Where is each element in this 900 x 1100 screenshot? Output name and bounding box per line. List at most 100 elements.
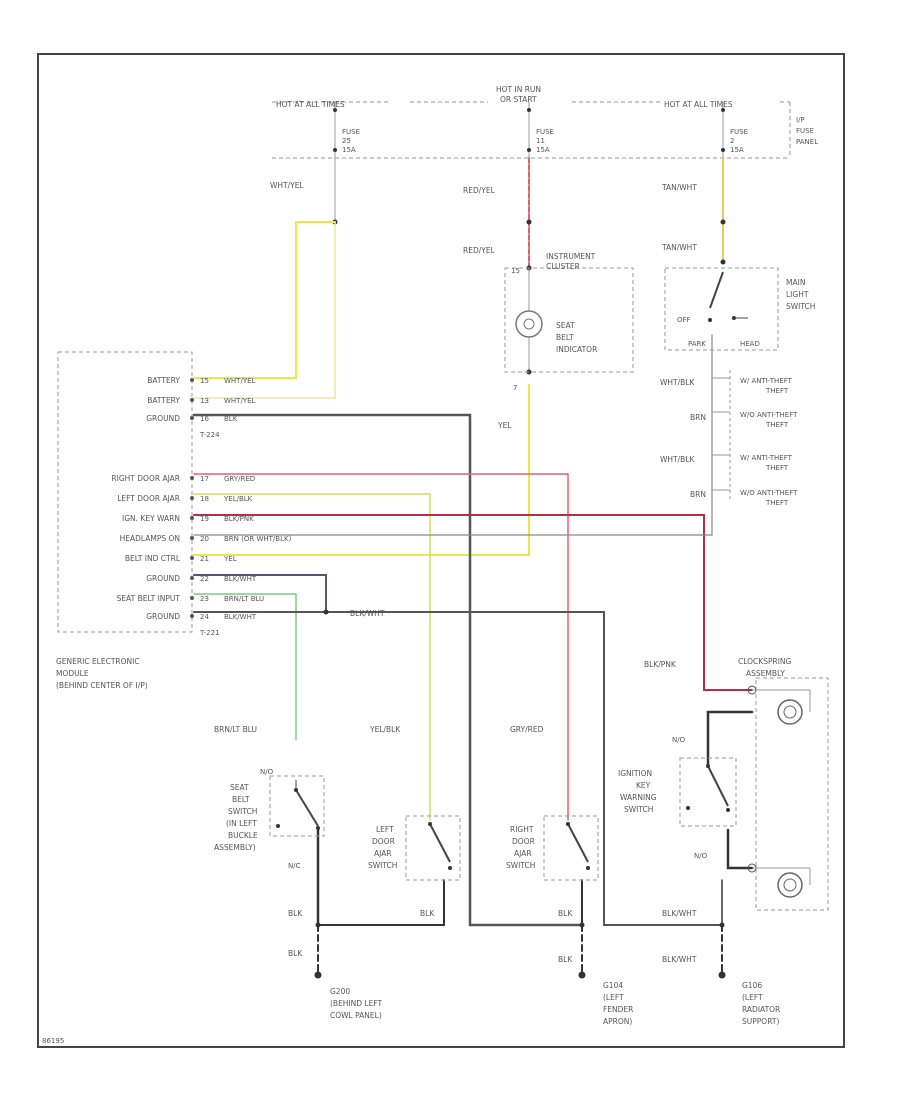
ground-g106-4: SUPPORT): [742, 1017, 779, 1026]
fuse-right-2: 2: [730, 137, 734, 145]
seatbelt-switch-box: [269, 775, 325, 837]
gem-pin-number: 24: [200, 613, 209, 621]
gem-pin-terminal: [190, 576, 194, 580]
anti-theft-2: W/O ANTI-THEFT: [740, 411, 798, 419]
instrument-cluster-box: [504, 267, 634, 373]
wire-battery-13: [193, 221, 336, 399]
gem-pin-label: BATTERY: [147, 376, 180, 385]
wire-label-red-yel-2: RED/YEL: [463, 246, 496, 255]
gem-pin-label: GROUND: [146, 574, 180, 583]
main-light-title-2: LIGHT: [786, 290, 809, 299]
wire-label-blk-2: BLK: [288, 949, 303, 958]
wire-seatbelt-input: [193, 593, 297, 741]
ground-g200-3: COWL PANEL): [330, 1011, 382, 1020]
ign-title-3: WARNING: [620, 793, 657, 802]
gem-pin-wire: BLK: [224, 415, 238, 423]
gem-pin-label: GROUND: [146, 414, 180, 423]
gem-pin-number: 21: [200, 555, 209, 563]
gem-pin-terminal: [190, 556, 194, 560]
right-door-title-1: RIGHT: [510, 825, 534, 834]
ground-g200-2: (BEHIND LEFT: [330, 999, 383, 1008]
seatbelt-title-5: BUCKLE: [228, 831, 258, 840]
ground-g104-1: G104: [603, 981, 623, 990]
anti-theft-options: [712, 370, 731, 500]
gem-conn-top: T-224: [199, 431, 220, 439]
gem-pin-terminal: [190, 496, 194, 500]
gem-pin-number: 16: [200, 415, 209, 423]
lamp-label-3: INDICATOR: [556, 345, 597, 354]
wire-gnd-16: [192, 413, 584, 927]
wire-label-brn-2: BRN: [690, 490, 706, 499]
wire-battery-15: [193, 221, 336, 379]
fuse-left-3: 15A: [342, 146, 356, 154]
ign-no-top: N/O: [672, 736, 686, 744]
footer-code: 86195: [42, 1037, 64, 1045]
wire-label-yel-blk: YEL/BLK: [369, 725, 401, 734]
right-door-title-4: SWITCH: [506, 861, 535, 870]
wire-label-blk-3: BLK: [420, 909, 435, 918]
gem-pin-label: BELT IND CTRL: [125, 554, 181, 563]
gem-pin-terminal: [190, 596, 194, 600]
fuse-center-2: 11: [536, 137, 545, 145]
fuse-panel-3: PANEL: [796, 138, 818, 146]
fuse-center-1: FUSE: [536, 128, 554, 136]
ground-g104-2: (LEFT: [603, 993, 624, 1002]
clockspring-title-2: ASSEMBLY: [746, 669, 785, 678]
gem-pin-label: SEAT BELT INPUT: [117, 594, 181, 603]
ground-g200-1: G200: [330, 987, 350, 996]
wire-yel-blk: [193, 493, 431, 821]
light-head: HEAD: [740, 340, 760, 348]
fuse-left-1: FUSE: [342, 128, 360, 136]
gem-pin-wire: YEL: [223, 555, 237, 563]
gem-pin-terminal: [190, 416, 194, 420]
wire-label-blk-wht-2: BLK/WHT: [662, 955, 697, 964]
hot-center-label-2: OR START: [500, 95, 537, 104]
right-door-title-2: DOOR: [512, 837, 535, 846]
hot-center-label-1: HOT IN RUN: [496, 85, 541, 94]
clockspring-coil-top: [777, 699, 803, 725]
gem-pin-terminal: [190, 516, 194, 520]
wire-yel-belt-ind: [193, 384, 530, 556]
fuse-center-3: 15A: [536, 146, 550, 154]
gem-pin-label: RIGHT DOOR AJAR: [111, 474, 180, 483]
seatbelt-no: N/O: [260, 768, 274, 776]
hot-right-label: HOT AT ALL TIMES: [664, 100, 733, 109]
wire-label-tan-wht-1: TAN/WHT: [661, 183, 697, 192]
left-door-switch-box: [405, 815, 461, 881]
wire-label-wht-blk-2: WHT/BLK: [660, 455, 695, 464]
gem-conn-bottom: T-221: [199, 629, 220, 637]
gem-pin-label: GROUND: [146, 612, 180, 621]
wire-label-blk-5: BLK: [558, 955, 573, 964]
seatbelt-nc: N/C: [288, 862, 301, 870]
hot-left-label: HOT AT ALL TIMES: [276, 100, 345, 109]
clockspring-box: [755, 677, 829, 911]
seatbelt-title-6: ASSEMBLY): [214, 843, 256, 852]
left-door-title-3: AJAR: [374, 849, 392, 858]
ign-switch-box: [679, 757, 737, 827]
gem-pin-label: HEADLAMPS ON: [120, 534, 180, 543]
seatbelt-title-4: (IN LEFT: [226, 819, 257, 828]
gem-pin-number: 19: [200, 515, 209, 523]
gem-pin-wire: BLK/WHT: [224, 613, 257, 621]
gem-pin-label: LEFT DOOR AJAR: [117, 494, 180, 503]
gem-pin-terminal: [190, 398, 194, 402]
light-off: OFF: [677, 316, 691, 324]
anti-theft-2b: THEFT: [765, 421, 789, 429]
seatbelt-title-3: SWITCH: [228, 807, 257, 816]
ground-g104-3: FENDER: [603, 1005, 633, 1014]
fuse-panel-2: FUSE: [796, 127, 814, 135]
gem-pin-wire: BRN (OR WHT/BLK): [224, 535, 292, 543]
anti-theft-4: W/O ANTI-THEFT: [740, 489, 798, 497]
seatbelt-title-2: BELT: [232, 795, 250, 804]
wire-label-gry-red: GRY/RED: [510, 725, 544, 734]
clockspring-coil-bottom: [777, 872, 803, 898]
gem-module-box: [57, 351, 193, 633]
wire-gnd-22: [193, 574, 327, 611]
main-light-title-3: SWITCH: [786, 302, 815, 311]
right-door-switch-box: [543, 815, 599, 881]
left-door-title-4: SWITCH: [368, 861, 397, 870]
gem-pin-number: 18: [200, 495, 209, 503]
wire-label-yel: YEL: [497, 421, 512, 430]
ground-g104-4: APRON): [603, 1017, 632, 1026]
